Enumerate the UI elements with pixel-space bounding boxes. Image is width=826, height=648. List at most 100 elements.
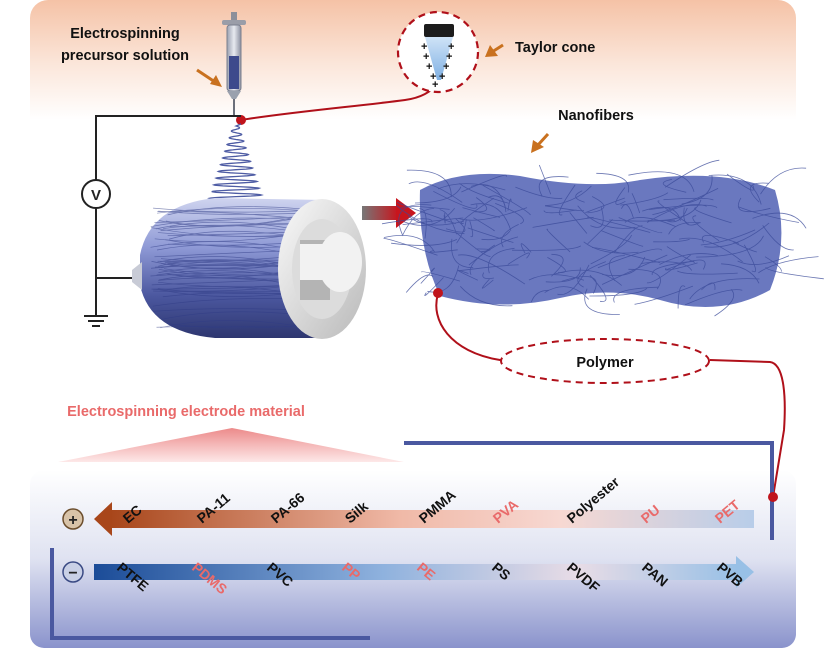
polymer-wire-left <box>435 293 515 361</box>
circuit-wires <box>95 115 241 316</box>
taylor-cone-inset: ++ ++ ++ ++ + <box>396 10 480 94</box>
svg-text:+: + <box>423 51 429 63</box>
mat-fiber <box>391 239 458 246</box>
mat-fiber <box>749 182 769 203</box>
mat-fiber <box>511 245 582 251</box>
mat-fiber <box>662 179 687 193</box>
mat-fiber <box>646 204 707 223</box>
mat-fiber <box>424 277 444 296</box>
negative-series-arrow <box>94 556 754 588</box>
mat-fiber <box>590 206 604 228</box>
mat-fiber <box>481 230 511 241</box>
taylor-cone-label: Taylor cone <box>515 40 595 56</box>
mat-fiber <box>613 286 659 303</box>
drum-fiber <box>160 223 301 231</box>
mat-fiber <box>737 255 790 265</box>
mat-fiber <box>558 184 576 216</box>
mat-fiber <box>406 169 452 198</box>
mat-fiber <box>456 232 491 257</box>
drum-fiber <box>158 210 301 215</box>
mat-fiber <box>401 208 435 237</box>
mat-fiber <box>726 173 755 191</box>
mat-fiber <box>649 204 718 210</box>
mat-fiber <box>482 272 494 279</box>
mat-fiber <box>601 256 646 277</box>
polymer-label: Polymer <box>576 355 634 371</box>
mat-fiber <box>458 254 526 285</box>
mat-fiber <box>419 208 427 239</box>
drum-fiber <box>163 224 301 233</box>
svg-text:+: + <box>430 71 436 83</box>
mat-fiber <box>743 244 757 273</box>
negative-sign-icon: − <box>62 561 84 583</box>
mat-fiber <box>507 252 530 265</box>
mat-fiber <box>456 219 467 244</box>
mat-fiber <box>575 190 585 203</box>
mat-fiber <box>704 222 770 248</box>
mat-fiber <box>427 265 460 293</box>
drum-fiber <box>156 221 301 231</box>
mat-fiber <box>737 197 771 213</box>
precursor-label-line1: Electrospinning <box>70 26 180 42</box>
mat-fiber <box>765 266 824 280</box>
svg-text:+: + <box>426 61 432 73</box>
mat-fiber <box>764 256 782 272</box>
mat-fiber <box>590 234 632 265</box>
mat-fiber <box>501 224 519 248</box>
mat-fiber <box>613 225 643 253</box>
mat-fiber <box>459 264 519 272</box>
mat-fiber <box>587 196 605 214</box>
mat-fiber <box>403 207 456 226</box>
negative-sign: − <box>68 565 77 582</box>
mat-fiber <box>437 183 506 191</box>
mat-fiber <box>752 212 807 229</box>
positive-sign-icon: + <box>62 508 84 530</box>
drum-fiber <box>152 298 301 307</box>
nozzle-node <box>236 115 246 125</box>
mat-fiber <box>701 282 716 291</box>
mat-fiber <box>459 182 509 204</box>
voltmeter-icon: V <box>81 179 111 209</box>
mat-fiber <box>469 220 474 238</box>
mat-fiber <box>640 261 693 271</box>
mat-fiber <box>495 203 524 225</box>
drum-fiber <box>161 311 301 320</box>
mat-fiber <box>528 274 585 281</box>
mat-fiber <box>681 174 713 205</box>
mat-fiber <box>433 190 478 209</box>
bottom-panel-background <box>30 470 796 648</box>
voltmeter-label: V <box>91 187 101 204</box>
mat-fiber <box>609 219 676 222</box>
mat-fiber <box>760 167 807 195</box>
mat-fiber <box>677 270 738 275</box>
syringe-icon <box>222 12 246 117</box>
mat-fiber <box>758 256 819 274</box>
mat-fiber <box>439 209 457 235</box>
mat-fiber <box>738 206 799 223</box>
series-frame <box>50 441 774 640</box>
drum-fiber <box>153 207 301 213</box>
polymer-wire-right <box>709 359 786 498</box>
mat-fiber <box>589 287 648 297</box>
mat-fiber <box>481 278 494 289</box>
mat-fiber <box>457 207 528 221</box>
mat-fiber <box>507 198 512 211</box>
svg-text:+: + <box>448 41 454 53</box>
mat-fiber <box>443 213 446 224</box>
mat-fiber <box>577 261 606 288</box>
mat-fiber <box>601 254 668 285</box>
mat-fiber <box>762 225 794 251</box>
mat-fiber <box>557 264 590 296</box>
polymer-callout <box>500 338 710 384</box>
svg-text:+: + <box>421 41 427 53</box>
mat-fiber <box>621 204 634 219</box>
mat-fiber <box>383 238 438 256</box>
mat-fiber <box>665 207 688 223</box>
mat-fiber <box>708 174 762 205</box>
mat-fiber <box>597 248 663 269</box>
mat-fiber <box>664 159 720 188</box>
mat-fiber <box>608 255 625 282</box>
mat-fiber <box>653 238 690 243</box>
mat-fiber <box>733 241 757 253</box>
